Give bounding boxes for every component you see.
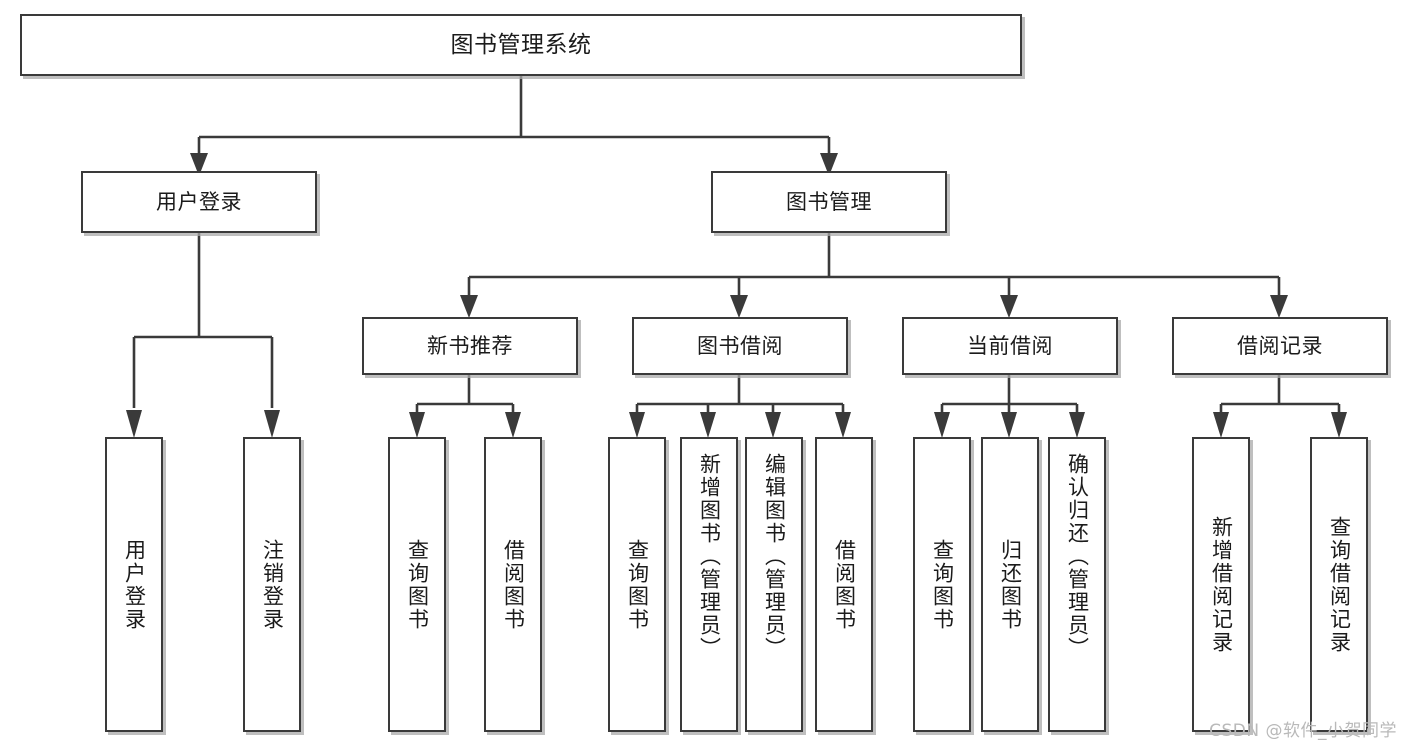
node-label: 查询图书 — [405, 538, 430, 631]
arrowhead-leaf-cb-3 — [1069, 412, 1085, 438]
node-book-management[interactable]: 图书管理 — [711, 171, 947, 233]
node-current-borrow[interactable]: 当前借阅 — [902, 317, 1118, 375]
node-label: 用户登录 — [156, 189, 242, 214]
arrowhead-leaf-nb-2 — [505, 412, 521, 438]
arrowhead-leaf-cb-2 — [1001, 412, 1017, 438]
leaf-new-book-query-books[interactable]: 查询图书 — [388, 437, 446, 732]
arrowhead-level3-1 — [460, 295, 478, 318]
leaf-borrow-record-query-record[interactable]: 查询借阅记录 — [1310, 437, 1368, 732]
node-label: 查询图书 — [625, 538, 650, 631]
node-label: 用户登录 — [122, 538, 147, 631]
arrowhead-level3-4 — [1270, 295, 1288, 318]
node-label: 确认归还（管理员） — [1065, 453, 1090, 660]
node-label: 查询借阅记录 — [1327, 515, 1352, 654]
node-new-book-recommend[interactable]: 新书推荐 — [362, 317, 578, 375]
node-label: 归还图书 — [998, 538, 1023, 631]
node-label: 查询图书 — [930, 538, 955, 631]
leaf-book-borrow-add-book-admin[interactable]: 新增图书（管理员） — [680, 437, 738, 732]
leaf-current-borrow-return-books[interactable]: 归还图书 — [981, 437, 1039, 732]
leaf-current-borrow-confirm-return-admin[interactable]: 确认归还（管理员） — [1048, 437, 1106, 732]
leaf-user-login-logout[interactable]: 注销登录 — [243, 437, 301, 732]
node-label: 借阅图书 — [832, 538, 857, 631]
leaf-book-borrow-borrow-books[interactable]: 借阅图书 — [815, 437, 873, 732]
node-label: 图书借阅 — [697, 333, 783, 358]
node-label: 编辑图书（管理员） — [762, 453, 787, 660]
csdn-watermark: CSDN @软件_小贺同学 — [1209, 721, 1397, 741]
leaf-current-borrow-query-books[interactable]: 查询图书 — [913, 437, 971, 732]
leaf-book-borrow-query-books[interactable]: 查询图书 — [608, 437, 666, 732]
node-label: 借阅记录 — [1237, 333, 1323, 358]
node-label: 注销登录 — [260, 538, 285, 631]
node-root-book-management-system[interactable]: 图书管理系统 — [20, 14, 1022, 76]
node-label: 新增借阅记录 — [1209, 515, 1234, 654]
node-label: 新书推荐 — [427, 333, 513, 358]
arrowhead-leaf-bb-3 — [765, 412, 781, 438]
node-label: 图书管理系统 — [450, 31, 592, 58]
arrowhead-leaf-bb-1 — [629, 412, 645, 438]
arrowhead-level3-2 — [730, 295, 748, 318]
arrowhead-leaf-bb-4 — [835, 412, 851, 438]
arrowhead-leaf-cb-1 — [934, 412, 950, 438]
node-borrow-record[interactable]: 借阅记录 — [1172, 317, 1388, 375]
node-user-login[interactable]: 用户登录 — [81, 171, 317, 233]
leaf-book-borrow-edit-book-admin[interactable]: 编辑图书（管理员） — [745, 437, 803, 732]
node-label: 当前借阅 — [967, 333, 1053, 358]
arrowhead-leaf-br-2 — [1331, 412, 1347, 438]
arrowhead-leaf-ul-2 — [264, 410, 280, 438]
node-book-borrow[interactable]: 图书借阅 — [632, 317, 848, 375]
node-label: 新增图书（管理员） — [697, 453, 722, 660]
leaf-borrow-record-add-record[interactable]: 新增借阅记录 — [1192, 437, 1250, 732]
arrowhead-leaf-br-1 — [1213, 412, 1229, 438]
node-label: 图书管理 — [786, 189, 872, 214]
leaf-new-book-borrow-books[interactable]: 借阅图书 — [484, 437, 542, 732]
arrowhead-leaf-bb-2 — [700, 412, 716, 438]
node-label: 借阅图书 — [501, 538, 526, 631]
leaf-user-login-login[interactable]: 用户登录 — [105, 437, 163, 732]
arrowhead-leaf-nb-1 — [409, 412, 425, 438]
arrowhead-leaf-ul-1 — [126, 410, 142, 438]
arrowhead-level3-3 — [1000, 295, 1018, 318]
